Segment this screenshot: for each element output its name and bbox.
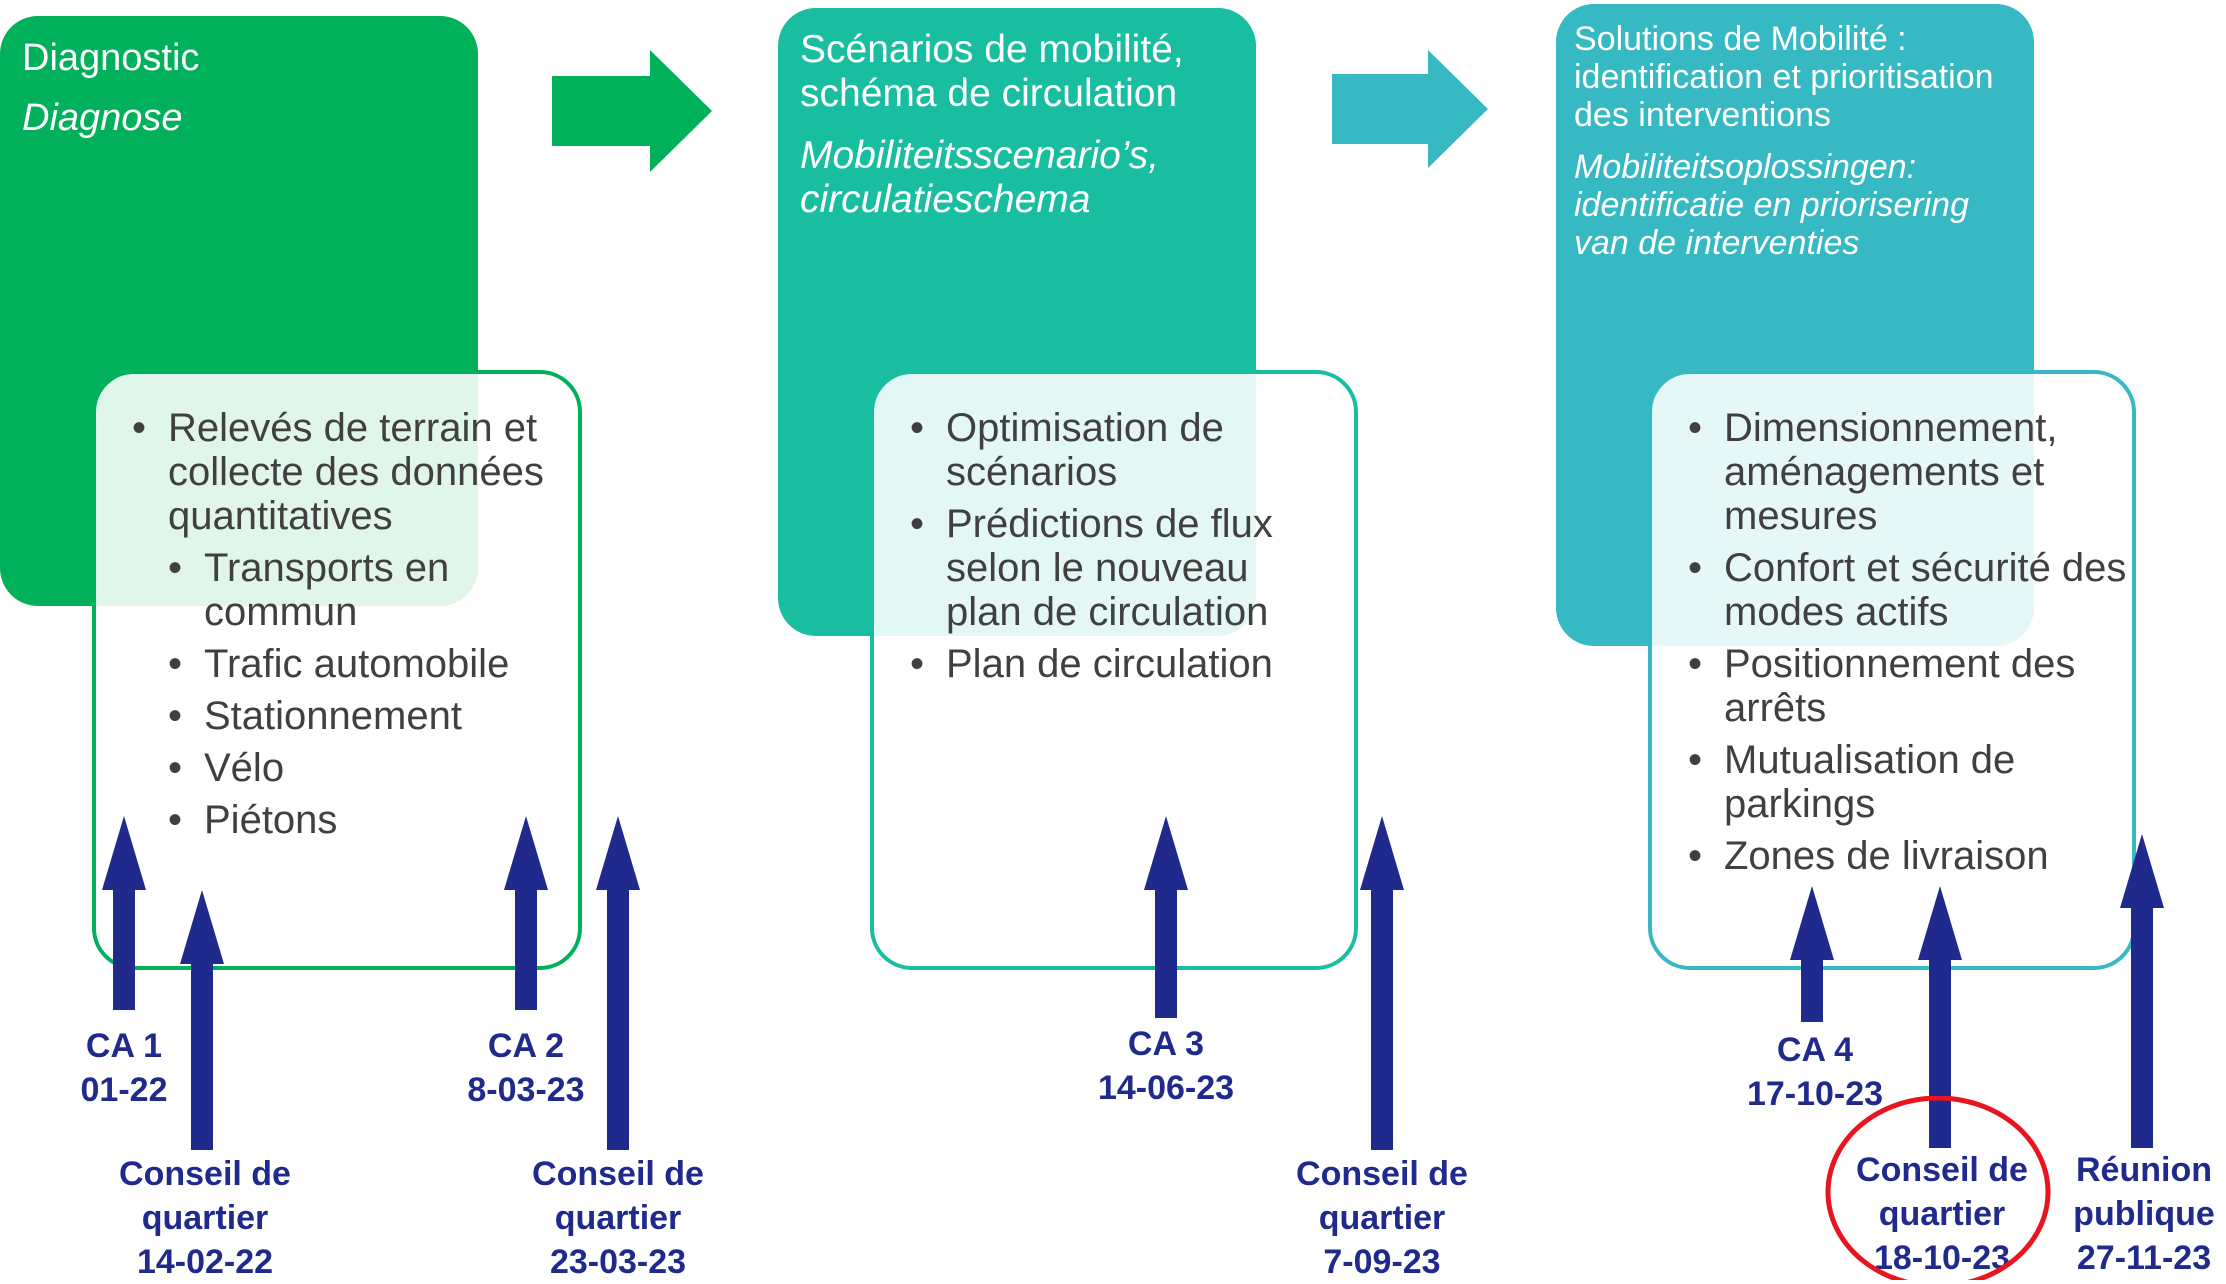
- milestone-line: Conseil de: [532, 1155, 704, 1193]
- milestone-line: CA 4: [1776, 1031, 1854, 1069]
- milestone-line: quartier: [141, 1199, 269, 1237]
- list-item: Optimisation de scénarios: [910, 406, 1320, 494]
- milestone-label-ca4: CA 4 17-10-23: [1730, 1028, 1900, 1116]
- list-item: Trafic automobile: [168, 642, 572, 686]
- list-item: Vélo: [168, 746, 572, 790]
- milestone-line: 23-03-23: [549, 1243, 687, 1281]
- milestone-label-conseil-1: Conseil de quartier 14-02-22: [90, 1152, 320, 1284]
- phase-title: Scénarios de mobilité, schéma de circula…: [800, 28, 1184, 115]
- milestone-line: CA 1: [85, 1027, 163, 1065]
- phase-1-item-list: Relevés de terrain et collecte des donné…: [132, 406, 572, 850]
- milestone-label-ca2: CA 2 8-03-23: [446, 1024, 606, 1112]
- milestone-arrow-icon: [2120, 834, 2164, 1148]
- milestone-line: quartier: [1878, 1195, 2006, 1233]
- milestone-arrow-icon: [1144, 816, 1188, 1018]
- milestone-line: 8-03-23: [467, 1071, 585, 1109]
- milestone-label-reunion: Réunion publique 27-11-23: [2062, 1148, 2226, 1280]
- milestone-line: publique: [2073, 1195, 2215, 1233]
- milestone-label-ca1: CA 1 01-22: [54, 1024, 194, 1112]
- phase-2-item-list: Optimisation de scénarios Prédictions de…: [910, 406, 1320, 694]
- phase-2-to-3-arrow-icon: [1332, 50, 1488, 168]
- phase-title: Solutions de Mobilité : identification e…: [1574, 20, 1994, 134]
- phase-3-item-list: Dimensionnement, aménagements et mesures…: [1688, 406, 2128, 886]
- phase-3-header-text: Solutions de Mobilité : identification e…: [1574, 20, 2014, 262]
- list-item: Prédictions de flux selon le nouveau pla…: [910, 502, 1320, 634]
- list-item: Dimensionnement, aménagements et mesures: [1688, 406, 2128, 538]
- milestone-label-conseil-3: Conseil de quartier 7-09-23: [1272, 1152, 1492, 1284]
- milestone-line: 27-11-23: [2076, 1239, 2212, 1277]
- milestone-label-ca3: CA 3 14-06-23: [1076, 1022, 1256, 1110]
- milestone-line: quartier: [554, 1199, 682, 1237]
- milestone-line: 14-06-23: [1097, 1069, 1235, 1107]
- milestone-line: Conseil de: [1296, 1155, 1468, 1193]
- phase-1-to-2-arrow-icon: [552, 50, 712, 172]
- milestone-line: 14-02-22: [136, 1243, 274, 1281]
- milestone-line: Réunion: [2076, 1151, 2212, 1189]
- phase-subtitle: Diagnose: [22, 97, 183, 139]
- milestone-line: Conseil de: [1856, 1151, 2028, 1189]
- milestone-arrow-icon: [596, 816, 640, 1150]
- milestone-arrow-icon: [1360, 816, 1404, 1150]
- list-item: Stationnement: [168, 694, 572, 738]
- list-item: Positionnement des arrêts: [1688, 642, 2128, 730]
- milestone-line: 18-10-23: [1873, 1239, 2011, 1277]
- milestone-arrow-icon: [180, 890, 224, 1150]
- phase-2-header-text: Scénarios de mobilité, schéma de circula…: [800, 28, 1240, 222]
- phase-subtitle: Mobiliteitsoplossingen: identificatie en…: [1574, 148, 1969, 262]
- phase-title: Diagnostic: [22, 37, 200, 79]
- phase-subtitle: Mobiliteitsscenario’s, circulatieschema: [800, 134, 1160, 221]
- milestone-line: CA 2: [487, 1027, 565, 1065]
- milestone-line: CA 3: [1127, 1025, 1205, 1063]
- highlight-ring-icon: [1825, 1096, 2051, 1280]
- milestone-line: quartier: [1318, 1199, 1446, 1237]
- milestone-label-conseil-4: Conseil de quartier 18-10-23: [1836, 1148, 2048, 1280]
- list-item: Relevés de terrain et collecte des donné…: [132, 406, 572, 538]
- milestone-label-conseil-2: Conseil de quartier 23-03-23: [508, 1152, 728, 1284]
- phase-1-header-text: Diagnostic Diagnose: [22, 38, 462, 138]
- milestone-arrow-icon: [102, 816, 146, 1010]
- list-item: Piétons: [168, 798, 572, 842]
- milestone-line: Conseil de: [119, 1155, 291, 1193]
- list-item: Transports en commun: [168, 546, 572, 634]
- list-item: Mutualisation de parkings: [1688, 738, 2128, 826]
- milestone-line: 01-22: [80, 1071, 168, 1109]
- milestone-line: 7-09-23: [1323, 1243, 1441, 1281]
- milestone-arrow-icon: [1918, 886, 1962, 1148]
- list-item: Zones de livraison: [1688, 834, 2128, 878]
- milestone-line: 17-10-23: [1746, 1075, 1884, 1113]
- list-item: Confort et sécurité des modes actifs: [1688, 546, 2128, 634]
- list-item: Plan de circulation: [910, 642, 1320, 686]
- milestone-arrow-icon: [1790, 886, 1834, 1022]
- milestone-arrow-icon: [504, 816, 548, 1010]
